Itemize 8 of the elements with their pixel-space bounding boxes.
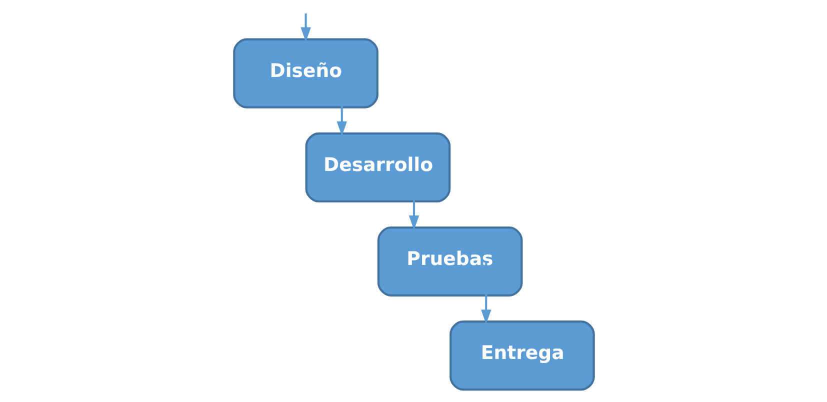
node-box: Diseño [232, 38, 378, 108]
arrow [408, 167, 419, 230]
arrow [480, 262, 491, 324]
arrow [336, 73, 346, 136]
node-box: Desarrollo [304, 132, 450, 202]
node-box: Entrega [449, 320, 594, 391]
node-box: Pruebas [376, 226, 522, 296]
arrow [300, 13, 310, 42]
